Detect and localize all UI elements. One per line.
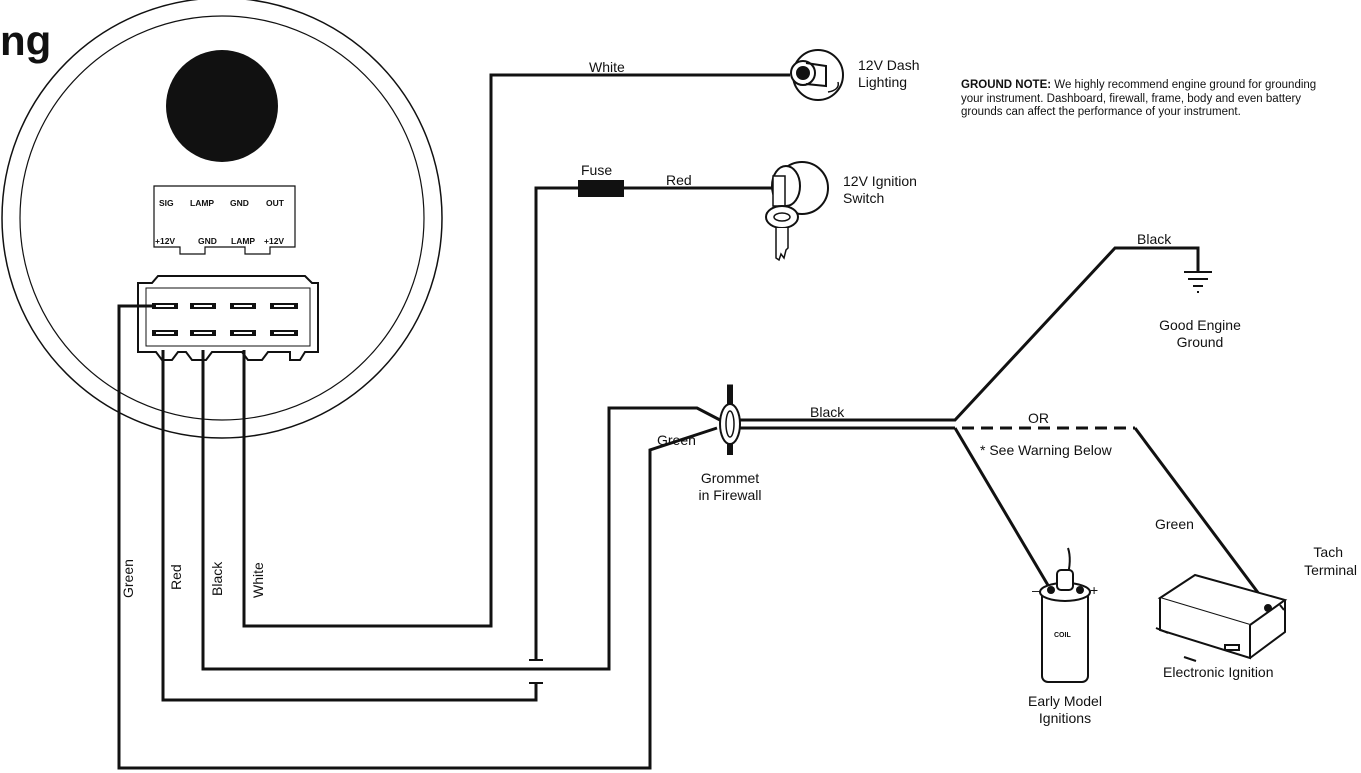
wire-label-red-vertical: Red [168,564,184,590]
early-model-line-2: Ignitions [1038,710,1092,726]
wire-label-green-ignition: Green [1155,516,1194,532]
wire-green-main [117,304,718,770]
pin-label-out: OUT [266,198,284,208]
dash-lighting-line-1: 12V Dash [858,57,920,73]
connector-inner [145,287,311,347]
wire-label-black-ground: Black [1137,231,1172,247]
gauge-mounting-hole [166,50,278,162]
coil-label: COIL [1054,632,1071,639]
wire-black-gauge [201,350,721,671]
wire-label-red: Red [666,172,692,188]
wire-label-black-main: Black [810,404,845,420]
engine-ground-line-1: Good Engine [1159,317,1241,333]
gauge-label-plate [153,185,296,255]
grommet-line-2: in Firewall [698,487,762,503]
early-model-line-1: Early Model [1028,693,1102,709]
ignition-switch-line-1: 12V Ignition [843,173,917,189]
wire-black-coil [953,427,1054,593]
electronic-ignition-label: Electronic Ignition [1163,664,1274,680]
wire-label-green-firewall: Green [657,432,696,448]
ignition-switch-line-2: Switch [843,190,885,206]
wire-black-main [740,246,1200,422]
ground-symbol-icon [1184,271,1212,293]
dash-lamp-icon [790,49,844,101]
ignition-switch-icon [765,161,829,262]
grommet [719,384,741,455]
coil-minus-label: – [1032,582,1040,598]
pin-label-12v-right: +12V [264,236,285,246]
wire-white [242,73,790,628]
pin-label-sig: SIG [159,198,174,208]
ground-note-text: We highly recommend engine ground for gr… [961,79,1317,118]
pin-label-gnd-bottom: GND [198,236,217,246]
dash-lighting-line-2: Lighting [858,74,908,90]
warning-note: * See Warning Below [980,442,1112,458]
ground-note: GROUND NOTE: We highly recommend engine … [961,79,1321,120]
page-title-fragment: ng [0,17,52,64]
fuse [578,180,624,197]
gauge-outer-ring [1,0,443,439]
gauge-inner-ring [19,15,425,421]
early-model-label: Early Model Ignitions [1015,693,1115,727]
pin-label-lamp-bottom: LAMP [231,236,256,246]
wire-label-white: White [589,59,625,75]
wire-red-gauge [161,350,538,702]
wire-break-ticks [529,659,543,684]
ground-note-heading: GROUND NOTE: [961,79,1052,91]
wire-green-ignition [1133,427,1267,603]
wire-label-white-vertical: White [250,562,266,598]
pin-label-lamp-top: LAMP [190,198,215,208]
wire-label-black-vertical: Black [209,561,225,596]
electronic-ignition-box-icon [1155,573,1288,662]
wire-label-green-vertical: Green [120,559,136,598]
coil-plus-label: + [1090,582,1099,598]
tach-terminal-line-2: Terminal [1304,562,1357,578]
dash-lighting-label: 12V Dash Lighting [858,57,919,91]
ignition-switch-label: 12V Ignition Switch [843,173,917,207]
wire-label-or: OR [1028,410,1049,426]
connector-housing [137,275,319,361]
wire-red-switch [534,186,578,660]
tach-terminal-label: Tach Terminal [1283,543,1357,579]
tach-terminal-line-1: Tach [1313,544,1343,560]
pin-label-gnd-top: GND [230,198,249,208]
ignition-coil-icon [1039,547,1091,683]
wire-label-fuse: Fuse [581,162,613,178]
pin-label-12v-left: +12V [155,236,176,246]
connector-pins [152,303,298,336]
engine-ground-label: Good Engine Ground [1150,317,1250,351]
grommet-label: Grommet in Firewall [680,470,780,504]
engine-ground-line-2: Ground [1176,334,1224,350]
grommet-line-1: Grommet [700,470,760,486]
